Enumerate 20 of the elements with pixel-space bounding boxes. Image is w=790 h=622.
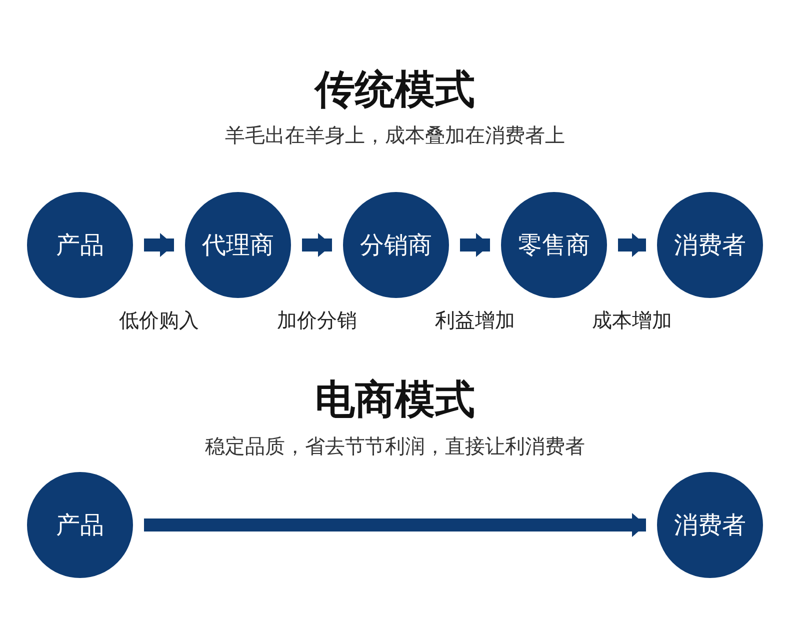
node-label: 零售商 (518, 230, 590, 261)
subtitle: 稳定品质，省去节节利润，直接让利消费者 (205, 433, 585, 460)
node-label: 消费者 (674, 510, 746, 541)
edge-label: 加价分销 (277, 307, 357, 334)
arrow (460, 233, 490, 257)
heading: 电商模式 (315, 376, 475, 425)
edge-label: 利益增加 (435, 307, 515, 334)
arrow (618, 233, 646, 257)
arrow (144, 513, 646, 537)
arrow (144, 233, 174, 257)
node-label: 代理商 (202, 230, 274, 261)
subtitle: 羊毛出在羊身上，成本叠加在消费者上 (225, 122, 565, 149)
edge-label: 成本增加 (592, 307, 672, 334)
node-label: 分销商 (360, 230, 432, 261)
node-label: 消费者 (674, 230, 746, 261)
heading: 传统模式 (315, 66, 475, 115)
arrow (302, 233, 332, 257)
node-label: 产品 (56, 510, 104, 541)
node-label: 产品 (56, 230, 104, 261)
edge-label: 低价购入 (119, 307, 199, 334)
